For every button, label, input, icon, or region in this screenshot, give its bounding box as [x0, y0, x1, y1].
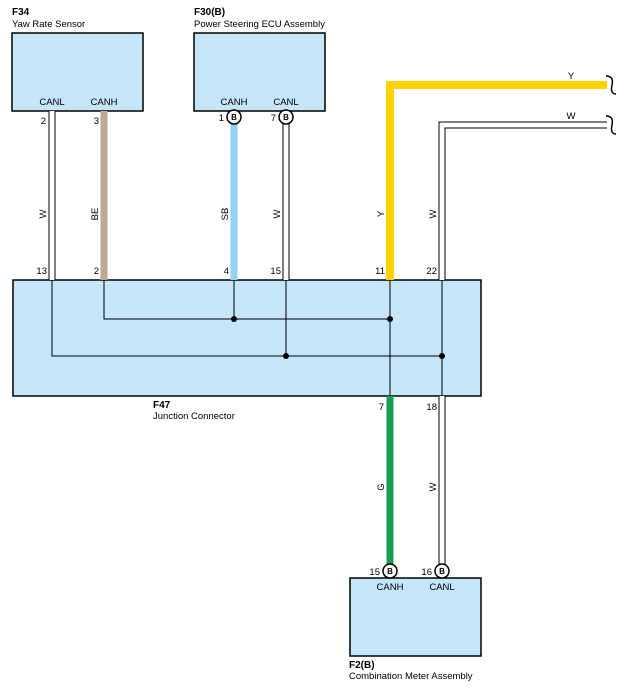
f34-pin-number: 3 [94, 116, 99, 127]
wire-color-label: SB [220, 208, 231, 221]
f47-pin-number: 11 [375, 266, 385, 277]
connector-badge-f30-1: B [226, 109, 242, 125]
wire-j11-yellow[interactable] [386, 81, 607, 280]
f30-pin-number: 7 [271, 113, 276, 124]
f47-pin-number: 13 [36, 266, 47, 277]
f2-pin-number: 15 [369, 567, 380, 578]
svg-text:B: B [231, 113, 237, 122]
f2-name: Combination Meter Assembly [349, 671, 473, 682]
f34-pin-number: 2 [41, 116, 46, 127]
junction-internal-lines [51, 280, 443, 396]
wire-j22-white[interactable] [438, 121, 607, 280]
wire-color-label: W [38, 209, 49, 218]
wire-color-label: G [376, 483, 387, 490]
f47-pin-number: 15 [270, 266, 281, 277]
f30-pin-label: CANH [221, 97, 248, 108]
wire-color-label: BE [90, 208, 101, 221]
connector-badge-f2-15: B [382, 563, 398, 579]
svg-text:B: B [283, 113, 289, 122]
f2-pin-label: CANL [429, 582, 454, 593]
f34-pin-label: CANL [39, 97, 64, 108]
f2-code: F2(B) [349, 660, 375, 671]
connector-badge-f30-7: B [278, 109, 294, 125]
f47-pin-number: 18 [426, 402, 437, 413]
power-steering-ecu-box[interactable] [193, 32, 326, 112]
wire-color-label: W [272, 209, 283, 218]
f47-pin-number: 4 [224, 266, 229, 277]
f30-name: Power Steering ECU Assembly [194, 19, 325, 30]
combination-meter-box[interactable] [349, 577, 482, 657]
yaw-rate-sensor-box[interactable] [11, 32, 144, 112]
f34-code: F34 [12, 7, 30, 18]
f30-pin-label: CANL [273, 97, 298, 108]
f34-name: Yaw Rate Sensor [12, 19, 85, 30]
f47-name: Junction Connector [153, 411, 235, 422]
continuation-bracket-y [605, 75, 617, 95]
can-l-bus [51, 280, 442, 357]
svg-text:B: B [387, 567, 393, 576]
svg-text:B: B [439, 567, 445, 576]
wire-color-label: Y [376, 210, 387, 217]
f47-pin-number: 22 [426, 266, 437, 277]
f30-code: F30(B) [194, 7, 225, 18]
f47-pin-number: 7 [379, 402, 384, 413]
wire-color-label: W [428, 482, 439, 491]
splice-dots [231, 316, 445, 359]
splice-dot [231, 316, 237, 322]
wire-color-label: W [567, 111, 576, 122]
junction-connector-box[interactable] [12, 279, 482, 397]
splice-dot [439, 353, 445, 359]
splice-dot [283, 353, 289, 359]
f2-pin-label: CANH [377, 582, 404, 593]
f47-pin-number: 2 [94, 266, 99, 277]
wire-color-label: W [428, 209, 439, 218]
f2-pin-number: 16 [421, 567, 432, 578]
wire-color-label: Y [568, 71, 575, 82]
continuation-bracket-w [605, 115, 617, 135]
can-h-bus [103, 280, 390, 320]
splice-dot [387, 316, 393, 322]
f30-pin-number: 1 [219, 113, 224, 124]
f34-pin-label: CANH [91, 97, 118, 108]
connector-badge-f2-16: B [434, 563, 450, 579]
f47-code: F47 [153, 400, 171, 411]
